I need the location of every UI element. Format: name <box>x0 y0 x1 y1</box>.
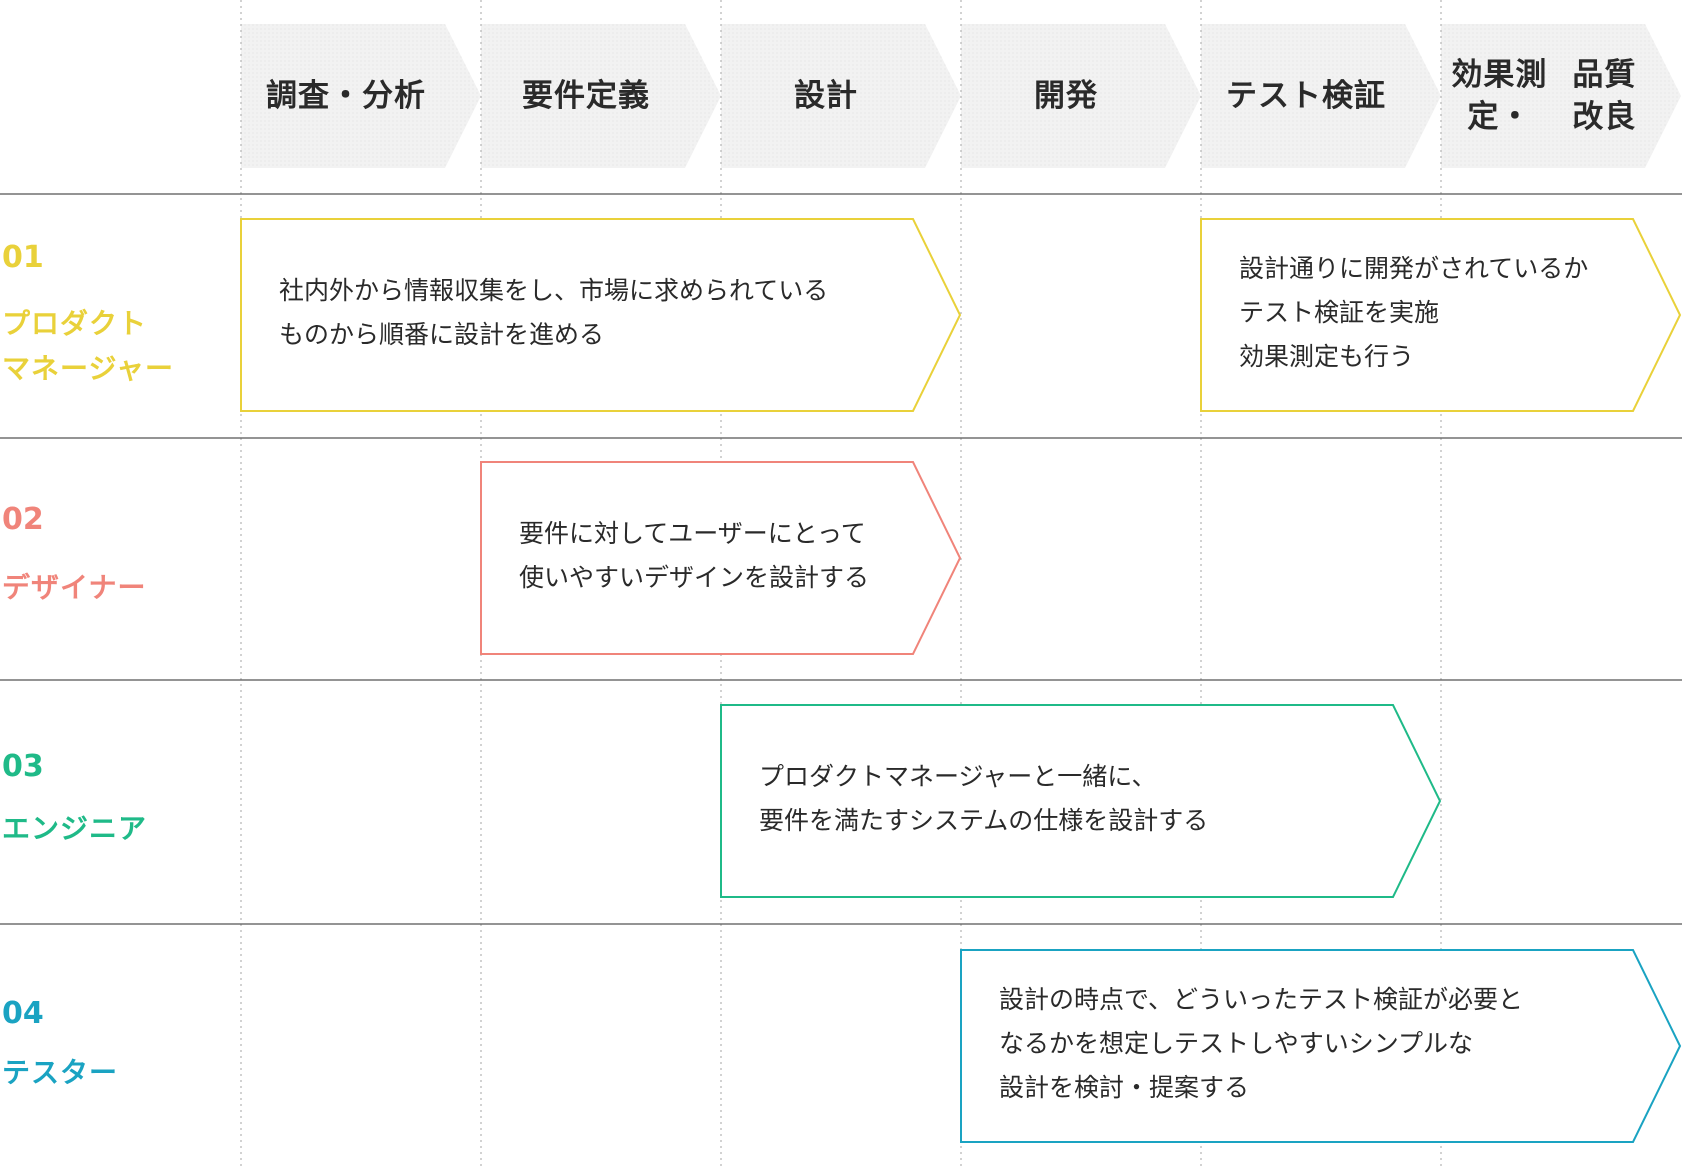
role-name-line: プロダクト <box>2 307 148 340</box>
role-number-designer: 02 <box>2 502 44 537</box>
phase-label-1: 調査・分析 <box>241 24 451 168</box>
phase-arrow-group <box>241 24 1681 168</box>
phase-label-line: 効果測定・ <box>1451 57 1548 135</box>
task-text-line: 要件に対してユーザーにとって <box>519 519 866 548</box>
task-text-line: 設計の時点で、どういったテスト検証が必要と <box>999 985 1524 1014</box>
task-text-line: 要件を満たすシステムの仕様を設計する <box>759 806 1209 835</box>
phase-label-line: 開発 <box>1034 78 1098 114</box>
phase-label-2: 要件定義 <box>481 24 691 168</box>
role-name-line: デザイナー <box>2 571 147 604</box>
task-text-designer-1: 要件に対してユーザーにとって使いやすいデザインを設計する <box>519 512 869 600</box>
task-text-engineer-1: プロダクトマネージャーと一緒に、要件を満たすシステムの仕様を設計する <box>759 755 1208 843</box>
phase-label-5: テスト検証 <box>1201 24 1411 168</box>
row-divider-lines <box>0 193 1682 925</box>
task-text-line: 設計通りに開発がされているか <box>1239 254 1589 283</box>
task-box-group <box>240 218 1682 1143</box>
task-text-line: 効果測定も行う <box>1239 342 1415 371</box>
task-text-line: なるかを想定しテストしやすいシンプルな <box>999 1029 1474 1058</box>
task-box-tester-1 <box>960 949 1682 1143</box>
task-box-designer-1 <box>480 461 962 655</box>
phase-arrow-6 <box>1441 24 1681 168</box>
phase-arrow-3 <box>721 24 961 168</box>
phase-label-line: テスト検証 <box>1226 78 1386 114</box>
task-text-line: ものから順番に設計を進める <box>279 320 605 349</box>
task-box-engineer-1 <box>720 704 1442 898</box>
task-text-line: プロダクトマネージャーと一緒に、 <box>759 762 1157 791</box>
phase-label-6: 効果測定・品質改良 <box>1441 24 1651 168</box>
task-text-line: 社内外から情報収集をし、市場に求められている <box>279 276 829 305</box>
phase-label-line: 品質改良 <box>1572 57 1637 135</box>
task-text-pm-2: 設計通りに開発がされているかテスト検証を実施効果測定も行う <box>1239 247 1588 379</box>
phase-label-4: 開発 <box>961 24 1171 168</box>
task-text-tester-1: 設計の時点で、どういったテスト検証が必要となるかを想定しテストしやすいシンプルな… <box>999 978 1523 1110</box>
role-name-line: テスター <box>2 1056 119 1089</box>
phase-label-3: 設計 <box>721 24 931 168</box>
role-name-designer: デザイナー <box>2 565 146 610</box>
role-name-line: エンジニア <box>2 812 148 845</box>
phase-arrow-1 <box>241 24 481 168</box>
phase-label-line: 調査・分析 <box>266 78 426 114</box>
task-box-pm-2 <box>1200 218 1682 412</box>
phase-label-line: 要件定義 <box>522 78 650 114</box>
role-number-pm: 01 <box>2 240 44 275</box>
role-number-engineer: 03 <box>2 749 44 784</box>
task-box-pm-1 <box>240 218 962 412</box>
phase-arrow-5 <box>1201 24 1441 168</box>
role-name-tester: テスター <box>2 1050 118 1095</box>
role-name-line: マネージャー <box>2 352 175 385</box>
role-number-tester: 04 <box>2 996 44 1031</box>
task-text-pm-1: 社内外から情報収集をし、市場に求められているものから順番に設計を進める <box>279 269 828 357</box>
phase-label-line: 設計 <box>794 78 858 114</box>
phase-arrow-2 <box>481 24 721 168</box>
task-text-line: 設計を検討・提案する <box>999 1073 1250 1102</box>
task-text-line: 使いやすいデザインを設計する <box>519 563 870 592</box>
role-name-pm: プロダクトマネージャー <box>2 301 174 391</box>
role-name-engineer: エンジニア <box>2 806 147 851</box>
task-text-line: テスト検証を実施 <box>1239 298 1440 327</box>
phase-arrow-4 <box>961 24 1201 168</box>
